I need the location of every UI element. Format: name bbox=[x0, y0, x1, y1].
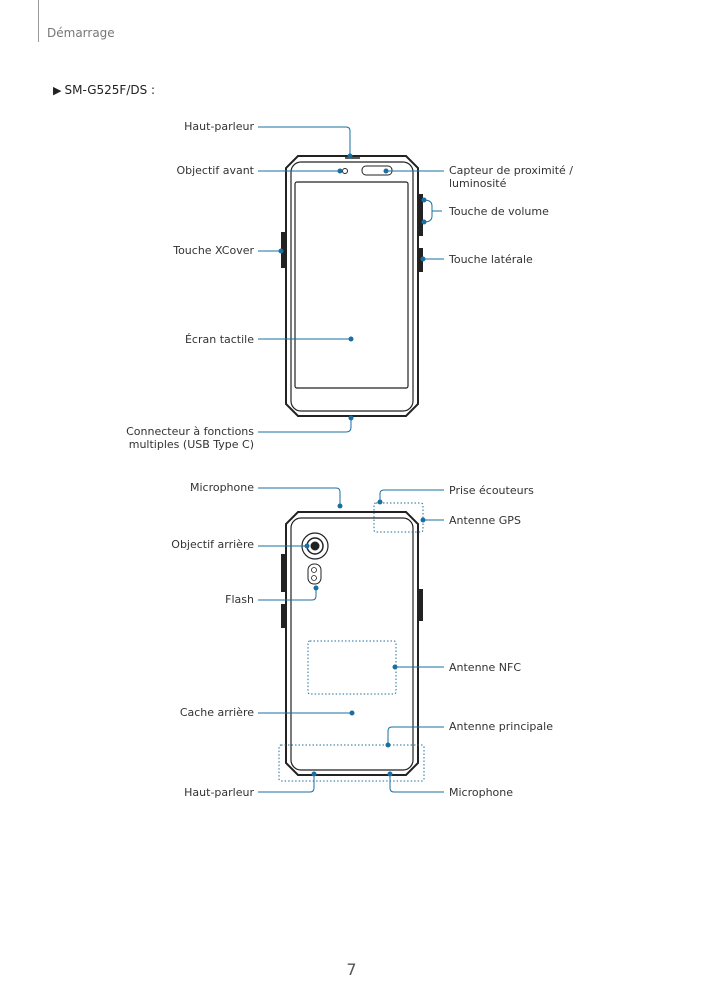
label-rear-camera: Objectif arrière bbox=[171, 538, 254, 551]
label-back-cover: Cache arrière bbox=[179, 706, 254, 719]
label-earphone-jack: Prise écouteurs bbox=[449, 484, 534, 497]
label-usb-connector: Connecteur à fonctions multiples (USB Ty… bbox=[126, 425, 254, 451]
label-usb-connector-line1: Connecteur à fonctions bbox=[126, 425, 254, 438]
label-touchscreen: Écran tactile bbox=[184, 333, 254, 346]
label-xcover-key: Touche XCover bbox=[173, 244, 254, 257]
label-front-speaker: Haut-parleur bbox=[184, 120, 254, 133]
back-callout-dots bbox=[304, 499, 426, 777]
label-flash: Flash bbox=[225, 593, 254, 606]
label-side-key: Touche latérale bbox=[449, 253, 533, 266]
label-proximity-sensor-line1: Capteur de proximité / bbox=[449, 164, 573, 177]
label-back-microphone-bottom: Microphone bbox=[449, 786, 514, 799]
back-device bbox=[281, 511, 423, 776]
page-number: 7 bbox=[346, 960, 357, 979]
label-front-camera: Objectif avant bbox=[176, 164, 254, 177]
antenna-zones bbox=[278, 502, 425, 782]
section-title: Démarrage bbox=[47, 26, 115, 40]
label-nfc-antenna: Antenne NFC bbox=[449, 661, 522, 674]
label-proximity-sensor-line2: luminosité bbox=[449, 177, 507, 190]
front-device bbox=[281, 155, 423, 417]
label-main-antenna: Antenne principale bbox=[449, 720, 553, 733]
label-back-speaker: Haut-parleur bbox=[184, 786, 254, 799]
triangle-bullet-icon: ▶ bbox=[53, 84, 62, 97]
label-volume-key: Touche de volume bbox=[449, 205, 549, 218]
model-name: SM-G525F/DS : bbox=[64, 83, 156, 97]
label-back-microphone-top: Microphone bbox=[189, 481, 254, 494]
header-rule bbox=[38, 0, 39, 42]
label-proximity-sensor: Capteur de proximité / luminosité bbox=[449, 164, 573, 190]
label-usb-connector-line2: multiples (USB Type C) bbox=[128, 438, 254, 451]
back-callout-lines bbox=[258, 487, 444, 793]
front-callout-dots bbox=[278, 153, 427, 421]
model-heading: ▶SM-G525F/DS : bbox=[53, 83, 155, 97]
label-gps-antenna: Antenne GPS bbox=[449, 514, 521, 527]
